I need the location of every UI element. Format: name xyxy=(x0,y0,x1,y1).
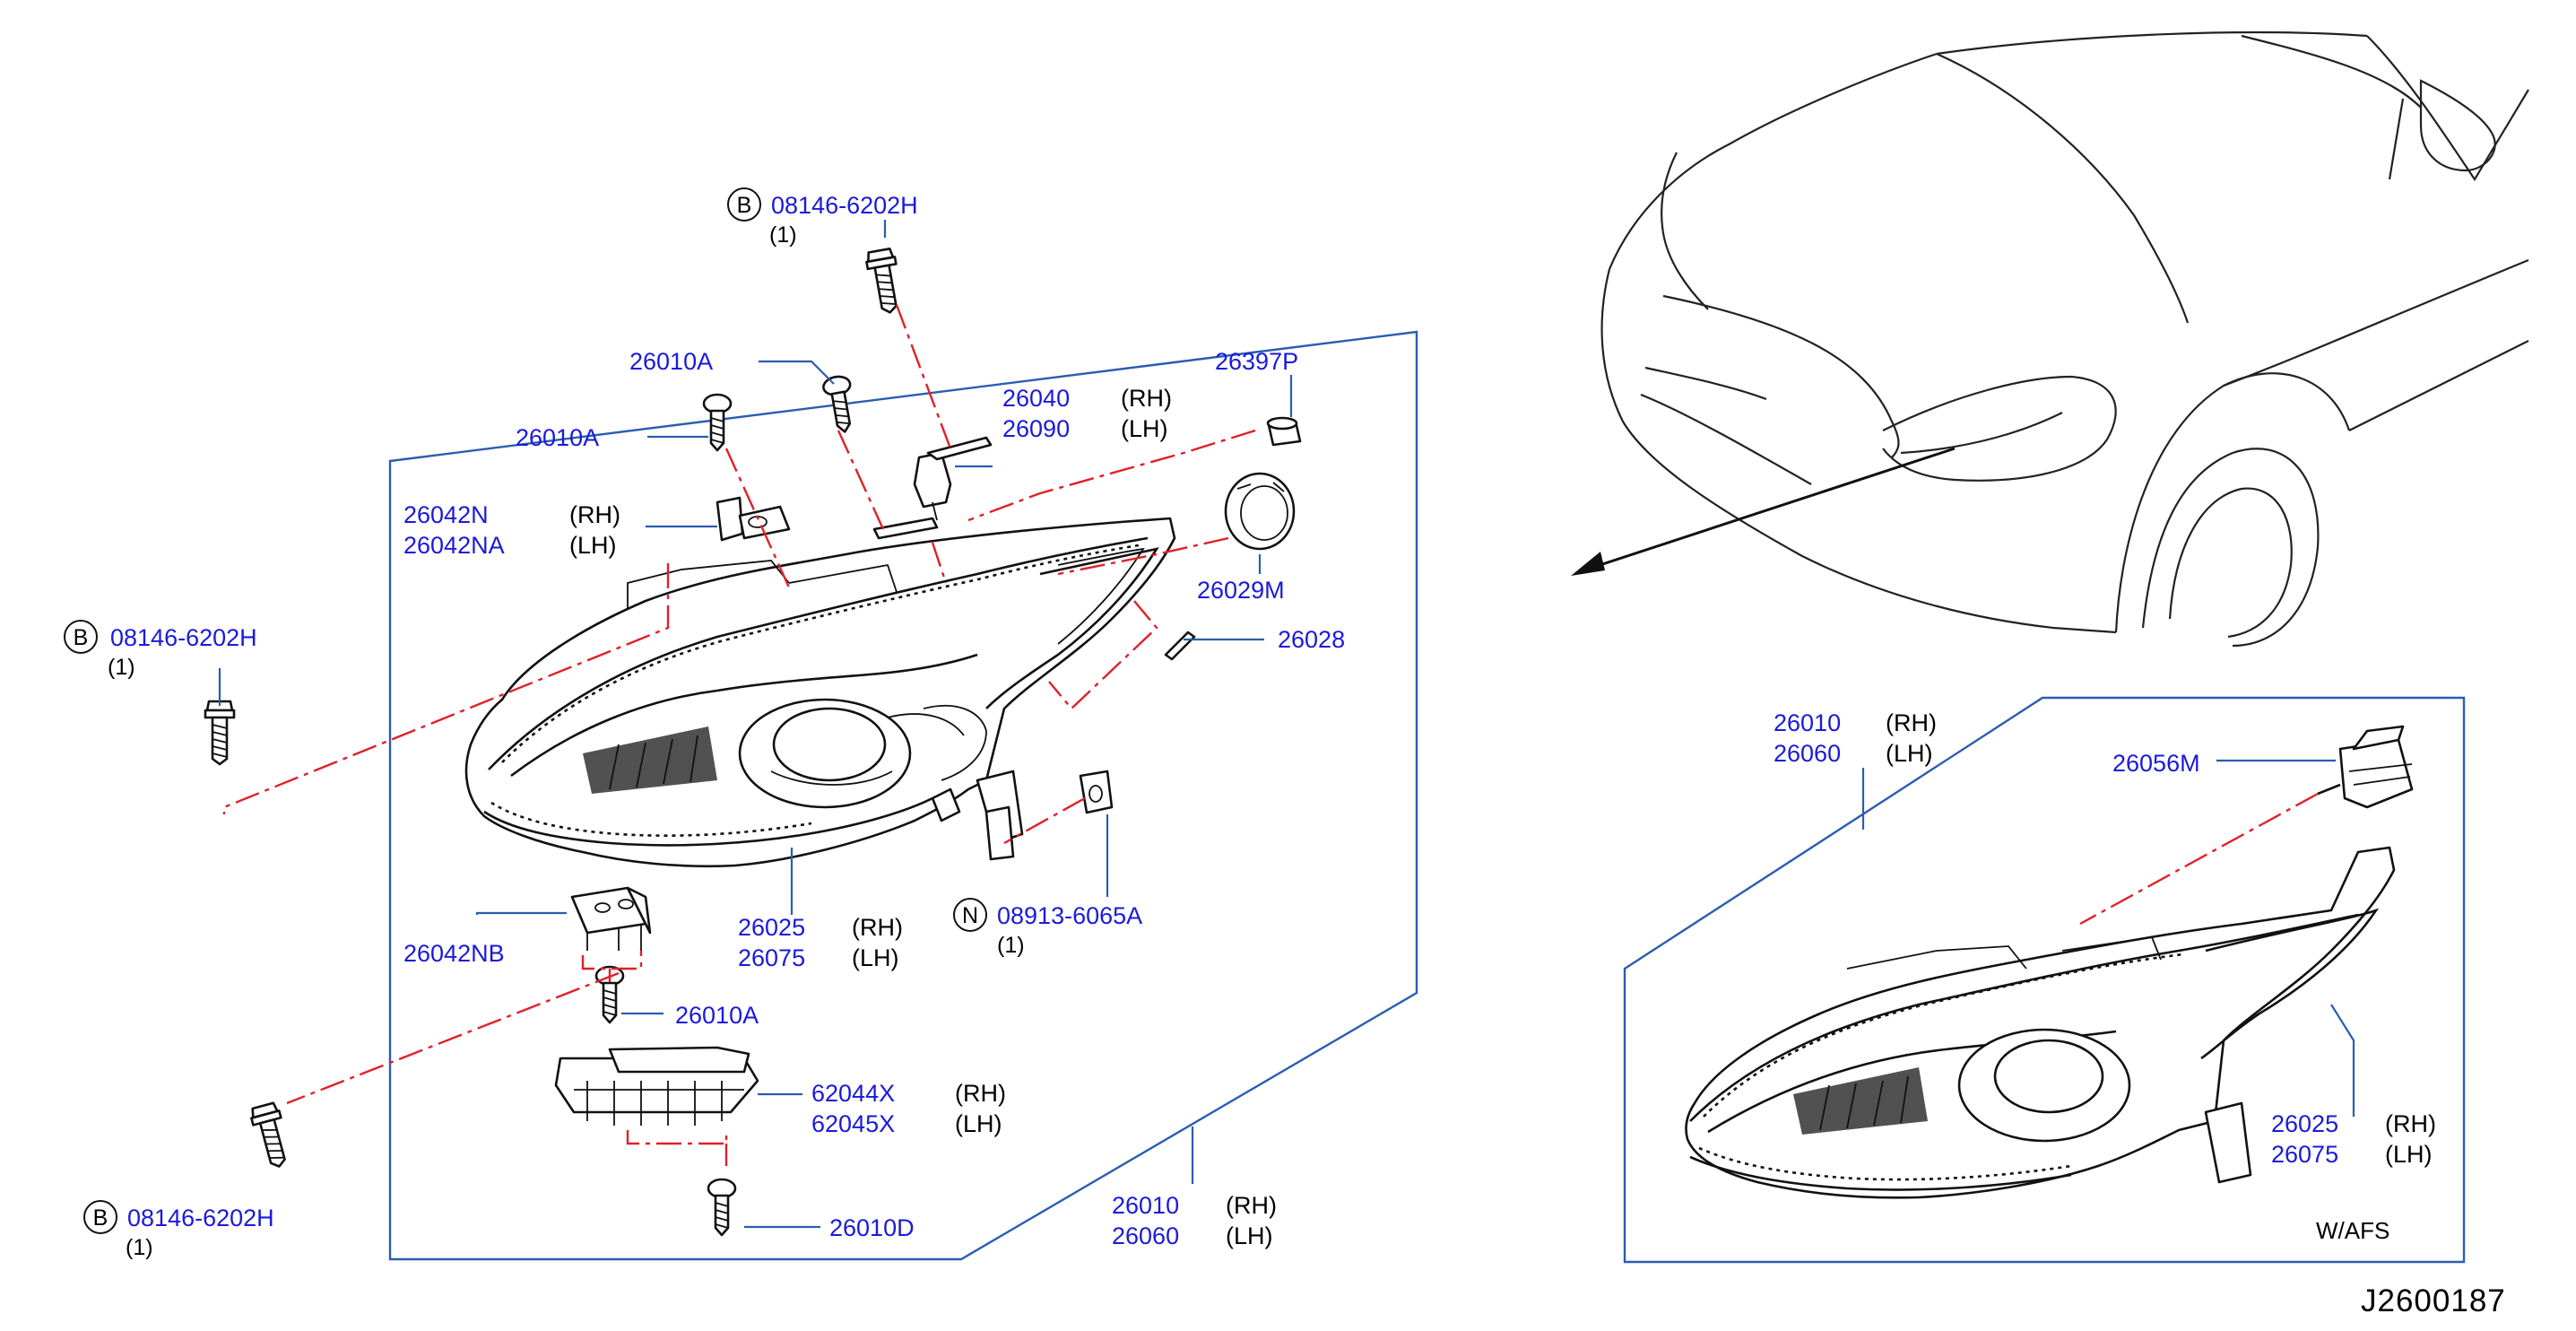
part-number-26090: 26090 xyxy=(1002,415,1070,442)
side-lh-26042na: (LH) xyxy=(569,532,617,559)
part-number-26010a-3: 26010A xyxy=(675,1002,759,1029)
part-number-62044x: 62044X xyxy=(811,1080,895,1107)
badge-b-left: B xyxy=(74,625,89,650)
callout-nut: N 08913-6065A (1) xyxy=(953,898,1142,958)
side-lh-26075: (LH) xyxy=(852,944,899,971)
part-number-08913-6065a: 08913-6065A xyxy=(997,902,1142,929)
side-rh-26042n: (RH) xyxy=(569,501,620,528)
diagram-reference: J2600187 xyxy=(2361,1283,2506,1318)
screw-d-icon xyxy=(707,1178,737,1237)
callout-bolt-left: B 08146-6202H (1) xyxy=(64,620,257,680)
headlamp-afs xyxy=(1685,846,2396,1199)
part-number-26397p: 26397P xyxy=(1215,348,1298,375)
callout-bracket-n: 26042N (RH) 26042NA (LH) xyxy=(403,501,620,559)
headlamp-main xyxy=(464,517,1176,868)
main-assembly-frame xyxy=(388,330,1418,1261)
afs-assembly-frame xyxy=(1623,696,2466,1264)
side-lh-26060-afs: (LH) xyxy=(1886,740,1933,767)
badge-b-bottom: B xyxy=(93,1205,108,1231)
part-number-bolt-bottom: 08146-6202H xyxy=(127,1205,274,1231)
callout-assembly: 26010 (RH) 26060 (LH) xyxy=(1112,1192,1277,1249)
bracket-nb-part xyxy=(570,886,652,951)
bolt-left-icon xyxy=(204,700,236,766)
afs-centerline xyxy=(2079,792,2319,926)
badge-b-top: B xyxy=(737,193,752,218)
part-number-26056m: 26056M xyxy=(2112,750,2200,777)
callout-lamp-unit: 26025 (RH) 26075 (LH) xyxy=(738,914,903,971)
part-number-26029m: 26029M xyxy=(1197,577,1285,604)
part-number-26060: 26060 xyxy=(1112,1222,1179,1249)
side-rh-26025: (RH) xyxy=(852,914,903,941)
side-rh-26040: (RH) xyxy=(1121,385,1172,412)
part-number-26042n: 26042N xyxy=(403,501,489,528)
part-number-26042na: 26042NA xyxy=(403,532,505,559)
part-number-bolt-top: 08146-6202H xyxy=(771,192,918,219)
side-lh-26090: (LH) xyxy=(1121,415,1168,442)
badge-n: N xyxy=(962,903,978,928)
side-rh-26025-afs: (RH) xyxy=(2385,1110,2436,1137)
bolt-top-icon xyxy=(863,247,906,317)
qty-bolt-left: (1) xyxy=(108,655,135,680)
part-number-26010a-1: 26010A xyxy=(629,348,713,375)
afs-actuator-part xyxy=(2317,725,2414,809)
callout-afs-lamp-unit: 26025 (RH) 26075 (LH) xyxy=(2271,1110,2436,1168)
side-lh-26075-afs: (LH) xyxy=(2385,1141,2433,1168)
side-rh-26010: (RH) xyxy=(1226,1192,1277,1219)
bracket-lower-part xyxy=(554,1046,759,1126)
part-number-26040: 26040 xyxy=(1002,385,1070,412)
callout-bolt-bottom: B 08146-6202H (1) xyxy=(83,1200,274,1260)
part-number-26075: 26075 xyxy=(738,944,805,971)
gasket-part xyxy=(1164,631,1196,661)
qty-nut: (1) xyxy=(997,933,1025,958)
part-number-62045x: 62045X xyxy=(811,1110,895,1137)
part-number-26010a-2: 26010A xyxy=(516,424,599,451)
qty-bolt-bottom: (1) xyxy=(126,1235,153,1260)
part-number-26010-afs: 26010 xyxy=(1774,709,1841,736)
part-number-26025: 26025 xyxy=(738,914,805,941)
upper-bracket-part xyxy=(872,436,993,540)
bracket-n-part xyxy=(716,496,791,542)
side-lh-62045x: (LH) xyxy=(955,1110,1002,1137)
bolt-bottom-icon xyxy=(247,1100,295,1171)
part-number-26028: 26028 xyxy=(1278,626,1345,653)
nut-clip-part xyxy=(1079,770,1114,814)
car-location-sketch xyxy=(1571,30,2529,648)
part-number-26060-afs: 26060 xyxy=(1774,740,1841,767)
part-number-bolt-left: 08146-6202H xyxy=(110,624,257,651)
screw-a1-icon xyxy=(702,393,733,452)
callout-afs-assembly: 26010 (RH) 26060 (LH) xyxy=(1774,709,1937,767)
qty-bolt-top: (1) xyxy=(769,222,797,248)
part-number-26075-afs: 26075 xyxy=(2271,1141,2338,1168)
callout-upper-bracket: 26040 (RH) 26090 (LH) xyxy=(1002,385,1172,442)
part-number-26010: 26010 xyxy=(1112,1192,1179,1219)
callout-bracket-lower: 62044X (RH) 62045X (LH) xyxy=(811,1080,1006,1137)
screw-a2-icon xyxy=(820,373,860,436)
leader-lines xyxy=(218,220,1293,1229)
cap-part xyxy=(1266,416,1302,447)
side-rh-62044x: (RH) xyxy=(955,1080,1006,1107)
side-rh-26010-afs: (RH) xyxy=(1886,709,1937,736)
variant-note: W/AFS xyxy=(2316,1217,2390,1244)
side-lh-26060: (LH) xyxy=(1226,1222,1273,1249)
part-number-26042nb: 26042NB xyxy=(403,940,505,967)
part-number-26025-afs: 26025 xyxy=(2271,1110,2338,1137)
callout-bolt-top: B 08146-6202H (1) xyxy=(727,187,918,248)
cover-part xyxy=(1224,472,1296,551)
afs-leader-lamp xyxy=(2330,1004,2355,1117)
centerlines xyxy=(222,304,1256,1166)
part-number-26010d: 26010D xyxy=(829,1214,915,1241)
